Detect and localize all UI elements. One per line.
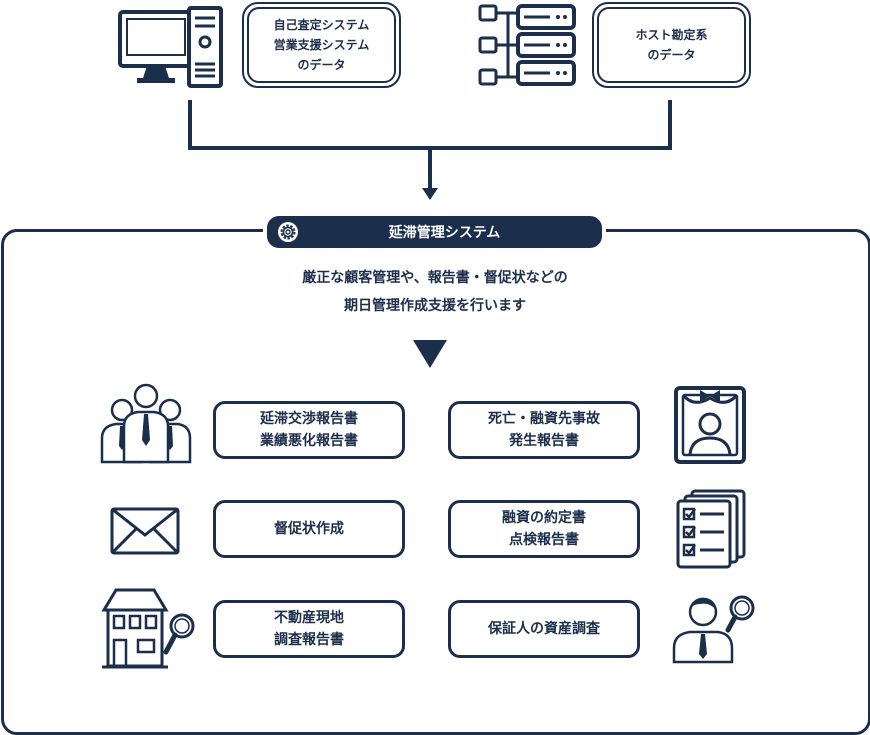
connector-down	[428, 146, 432, 192]
business-team-icon	[100, 383, 192, 464]
house-search-icon	[101, 588, 195, 669]
server-files-icon	[478, 4, 576, 86]
right-data-source-box: ホスト勘定系 のデータ	[592, 2, 751, 88]
person-search-icon	[672, 595, 755, 664]
item-guarantor-asset-survey: 保証人の資産調査	[448, 600, 640, 658]
item-death-accident-report: 死亡・融資先事故 発生報告書	[448, 401, 640, 459]
connector-right-vertical	[668, 100, 672, 150]
arrow-down-large-icon	[413, 340, 447, 368]
system-description: 厳正な顧客管理や、報告書・督促状などの 期日管理作成支援を行います	[302, 270, 568, 314]
item-delinquency-report: 延滞交渉報告書 業績悪化報告書	[213, 401, 405, 459]
arrow-down-icon	[422, 188, 438, 200]
memorial-portrait-icon	[674, 386, 746, 464]
checklist-documents-icon	[676, 489, 746, 569]
desktop-computer-icon	[118, 6, 223, 88]
envelope-icon	[110, 507, 180, 555]
gear-icon	[278, 222, 298, 242]
item-property-survey: 不動産現地 調査報告書	[213, 600, 405, 658]
left-data-source-box: 自己査定システム 営業支援システム のデータ	[242, 2, 401, 88]
system-title: 延滞管理システム	[388, 225, 501, 241]
item-loan-contract-check: 融資の約定書 点検報告書	[448, 500, 640, 558]
right-data-source-label: ホスト勘定系 のデータ	[597, 7, 746, 83]
item-dunning-letter: 督促状作成	[213, 500, 405, 558]
left-data-source-label: 自己査定システム 営業支援システム のデータ	[247, 7, 396, 83]
system-title-bar: 延滞管理システム	[263, 212, 606, 252]
connector-left-vertical	[188, 100, 192, 150]
